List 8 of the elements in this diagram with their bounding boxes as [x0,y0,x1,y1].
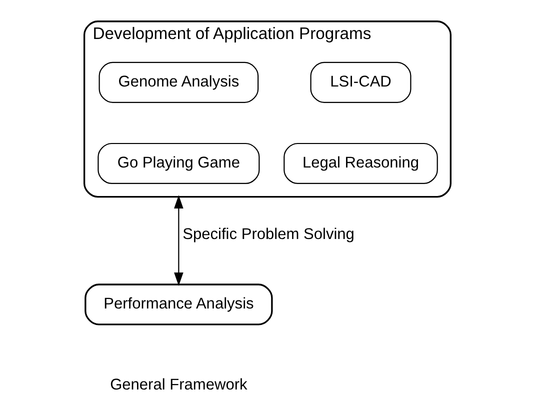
node-box: Performance Analysis [84,284,273,326]
node-box: Legal Reasoning [284,142,438,184]
edge-label: Specific Problem Solving [182,226,354,244]
node-label: General Framework [110,376,248,394]
node-box: Go Playing Game [98,142,260,184]
node-box: Genome Analysis [98,62,259,103]
node-box: LSI-CAD [310,62,412,103]
arrow [174,195,184,286]
